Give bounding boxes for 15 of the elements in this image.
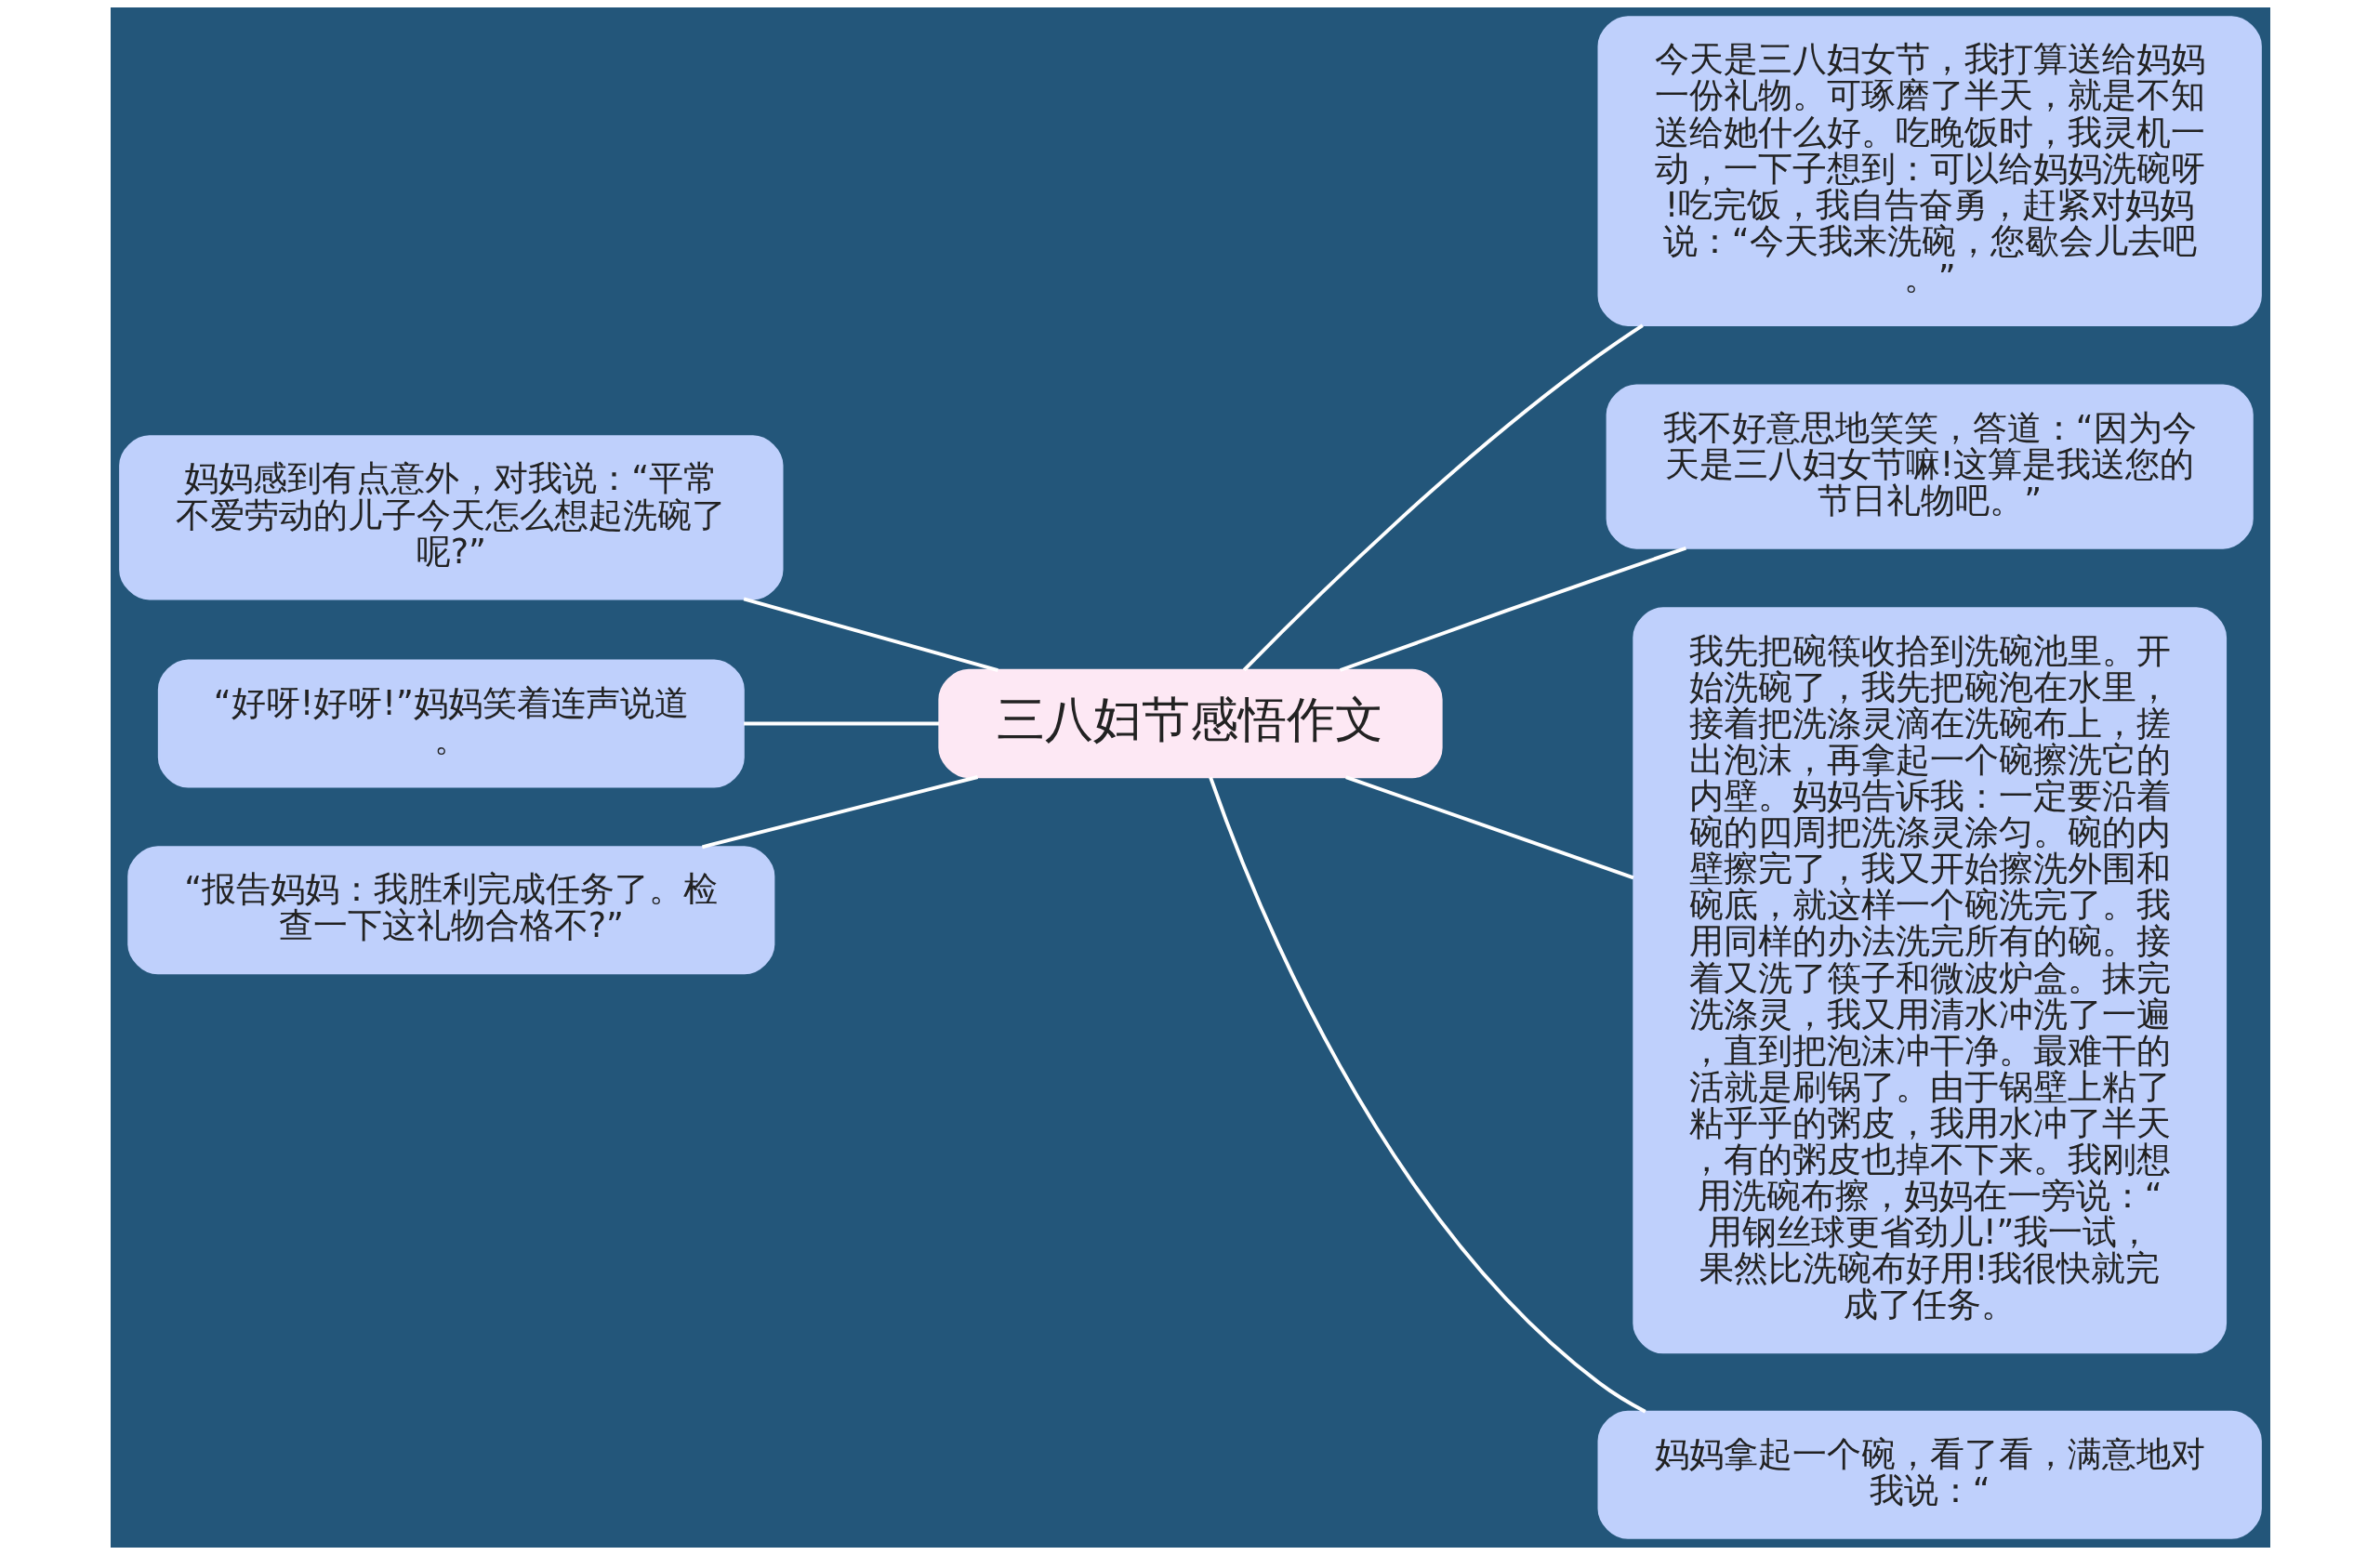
connector [1242,323,1644,672]
connector [1339,546,1686,672]
node-box: 我不好意思地笑笑，答道：“因为今天是三八妇女节嘛!这算是我送您的节日礼物吧。” [1606,384,2254,549]
connector [1208,776,1646,1414]
connector [1344,775,1634,880]
node-box: 今天是三八妇女节，我打算送给妈妈一份礼物。可琢磨了半天，就是不知送给她什么好。吃晚饭时，我灵机一动，一下子想到：可以给妈妈洗碗呀!吃完饭，我自告奋勇，赶紧对妈妈说：“今天我来洗碗，您歇会儿去吧。” [1597,16,2262,326]
connector [743,597,998,672]
node-box: 妈妈感到有点意外，对我说：“平常不爱劳动的儿子今天怎么想起洗碗了呢?” [118,435,783,600]
connector [701,775,978,850]
node-box: “报告妈妈：我胜利完成任务了。检查一下这礼物合格不?” [126,846,774,975]
node-box: 我先把碗筷收拾到洗碗池里。开始洗碗了，我先把碗泡在水里，接着把洗涤灵滴在洗碗布上，搓出泡沫，再拿起一个碗擦洗它的内壁。妈妈告诉我：一定要沿着碗的四周把洗涤灵涂匀。碗的内壁擦完了，我又开始擦洗外围和碗底，就这样一个碗洗完了。我用同样的办法洗完所有的碗。接着又洗了筷子和微波炉盒。抹完洗涤灵，我又用清水冲洗了一遍，直到把泡沫冲干净。最难干的活就是刷锅了。由于锅壁上粘了粘乎乎的粥皮，我用水冲了半天，有的粥皮也掉不下来。我刚想用洗碗布擦，妈妈在一旁说：“用钢丝球更省劲儿!”我一试，果然比洗碗布好用!我很快就完成了任务。 [1632,607,2227,1354]
connector [743,721,939,726]
node-box: “好呀!好呀!”妈妈笑着连声说道。 [157,659,745,788]
node-box: 三八妇节感悟作文 [937,668,1443,779]
node-box: 妈妈拿起一个碗，看了看，满意地对我说：“ [1597,1410,2262,1539]
